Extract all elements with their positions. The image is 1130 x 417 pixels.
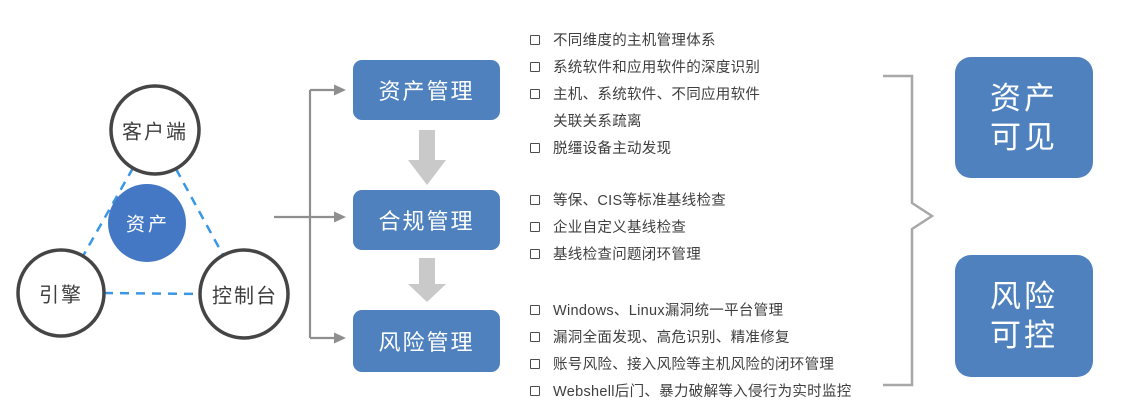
brace-bracket [883,74,935,387]
feature-item-continuation: 关联关系疏离 [530,107,760,134]
down-arrow-icon-1 [408,130,446,185]
console-node-label: 控制台 [212,285,278,308]
asset-mgmt-feature-list: 不同维度的主机管理体系 系统软件和应用软件的深度识别 主机、系统软件、不同应用软… [530,26,760,161]
feature-item: 等保、CIS等标准基线检查 [530,186,726,213]
triangle-dashed-edge-left [81,167,135,257]
feature-item: 不同维度的主机管理体系 [530,26,760,53]
feature-item-text: 系统软件和应用软件的深度识别 [553,60,761,76]
feature-item-text: 等保、CIS等标准基线检查 [553,193,727,209]
outcome-box-asset-visible: 资产 可见 [955,57,1093,178]
feature-item-text: 关联关系疏离 [553,114,642,130]
checkbox-icon [530,385,540,396]
engine-node-circle [16,248,106,338]
asset-node-label: 资产 [125,214,171,236]
outcome-box-risk-controllable: 风险 可控 [955,255,1093,377]
stage-box-label: 资产管理 [378,79,475,104]
stage-box-label: 风险管理 [378,330,475,355]
checkbox-icon [530,221,540,232]
branch-connector-line [274,88,334,340]
arrowhead-to-asset-mgmt [334,84,346,96]
feature-item: 主机、系统软件、不同应用软件 [530,80,760,107]
feature-item-text: Webshell后门、暴力破解等入侵行为实时监控 [553,384,852,400]
checkbox-icon [530,304,540,315]
feature-item-text: 漏洞全面发现、高危识别、精准修复 [553,330,790,346]
feature-item-text: Windows、Linux漏洞统一平台管理 [553,303,784,319]
triangle-dashed-edge-right [174,168,225,256]
engine-node-label: 引擎 [39,284,83,307]
feature-item-text: 账号风险、接入风险等主机风险的闭环管理 [553,357,835,373]
stage-box-label: 合规管理 [378,209,475,234]
feature-item-text: 脱缰设备主动发现 [553,141,672,157]
feature-item: 漏洞全面发现、高危识别、精准修复 [530,323,852,350]
checkbox-icon [530,331,540,342]
outcome-line: 资产 [990,80,1058,116]
outcome-line: 风险 [990,279,1058,314]
feature-item: 账号风险、接入风险等主机风险的闭环管理 [530,350,852,377]
checkbox-icon [530,142,540,153]
arrowhead-to-compliance-mgmt [334,211,346,223]
feature-item-text: 企业自定义基线检查 [553,220,687,236]
stage-box-risk-mgmt: 风险管理 [353,310,500,372]
feature-item: 企业自定义基线检查 [530,213,726,240]
feature-item: 基线检查问题闭环管理 [530,240,726,267]
feature-item-text: 不同维度的主机管理体系 [553,33,716,49]
down-arrow-icon-2 [408,258,446,302]
triangle-dashed-edge-bottom [103,291,201,296]
checkbox-icon [530,248,540,259]
checkbox-icon [530,358,540,369]
stage-box-asset-mgmt: 资产管理 [353,60,500,120]
risk-mgmt-feature-list: Windows、Linux漏洞统一平台管理 漏洞全面发现、高危识别、精准修复 账… [530,296,852,404]
checkbox-icon [530,61,540,72]
outcome-line: 可见 [990,119,1058,155]
feature-item: Windows、Linux漏洞统一平台管理 [530,296,852,323]
checkbox-icon [530,194,540,205]
feature-item-text: 基线检查问题闭环管理 [553,247,701,263]
feature-item: Webshell后门、暴力破解等入侵行为实时监控 [530,377,852,404]
feature-item: 系统软件和应用软件的深度识别 [530,53,760,80]
feature-item-text: 主机、系统软件、不同应用软件 [553,87,761,103]
stage-box-compliance-mgmt: 合规管理 [353,190,500,250]
outcome-line: 可控 [990,318,1058,353]
client-node-circle [109,84,201,176]
checkbox-icon [530,34,540,45]
console-node-circle [198,248,290,340]
checkbox-icon [530,88,540,99]
compliance-mgmt-feature-list: 等保、CIS等标准基线检查 企业自定义基线检查 基线检查问题闭环管理 [530,186,726,267]
arrowhead-to-risk-mgmt [334,332,346,344]
client-node-label: 客户端 [122,121,188,144]
asset-node-circle [108,184,186,262]
feature-item: 脱缰设备主动发现 [530,134,760,161]
